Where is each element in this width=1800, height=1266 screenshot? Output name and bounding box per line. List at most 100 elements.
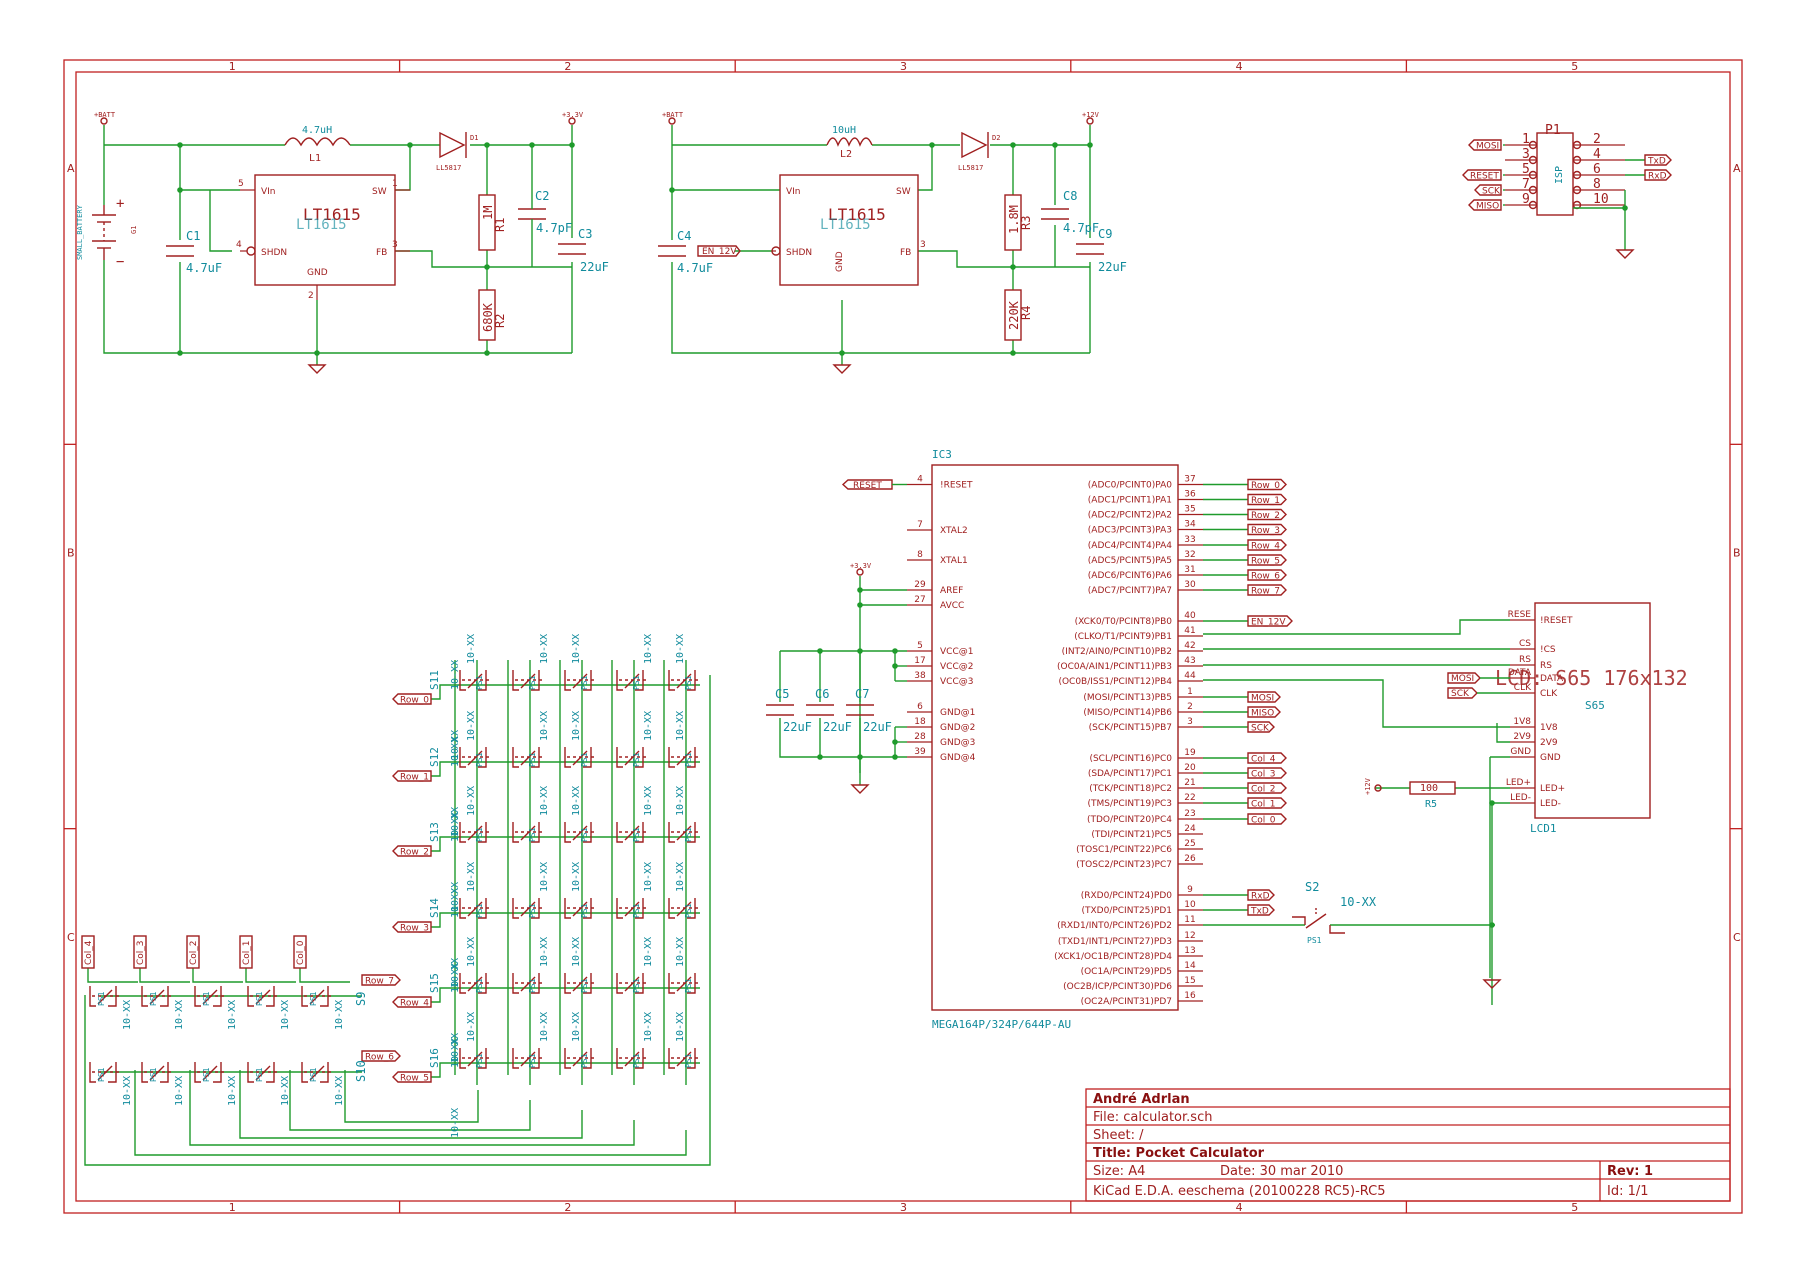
mcu-left-pin-num: 29 — [914, 580, 926, 590]
keypad-bottom-row-label: Row_7 — [365, 977, 394, 987]
mcu-right-pin-num: 19 — [1184, 748, 1196, 758]
keypad-row-ref: S14 — [428, 898, 441, 918]
mcu-right-pin-name: (RXD0/PCINT24)PD0 — [1081, 891, 1173, 901]
s2-ref: S2 — [1305, 880, 1319, 894]
keypad-switch-value: 10-XX — [122, 1000, 133, 1030]
keypad-switch-value: 10-XX — [450, 812, 461, 842]
mcu-net-label: Row_6 — [1251, 572, 1280, 582]
keypad-matrix: PS1 10-XX PS1 10-XX PS1 10-XX PS1 10-XX PS1 10-XX… — [81, 634, 711, 1166]
frame-row-right: C — [1733, 931, 1741, 944]
c1-val: 4.7uF — [186, 261, 222, 275]
u1-p3: 3 — [392, 240, 398, 250]
mcu-name: MEGA164P/324P/644P-AU — [932, 1018, 1071, 1031]
keypad-switch-foot: PS1 — [97, 991, 106, 1006]
keypad-switch-foot: PS1 — [684, 827, 693, 842]
tb-size: Size: A4 — [1093, 1164, 1145, 1179]
frame-col-top: 2 — [564, 60, 571, 73]
frame-col-top: 5 — [1571, 60, 1578, 73]
mcu-left-pin-num: 8 — [917, 550, 923, 560]
keypad-switch-value: 10-XX — [643, 711, 654, 741]
keypad-row-label: Row_0 — [400, 696, 429, 706]
keypad-switch-value: 10-XX — [643, 634, 654, 664]
keypad-switch-foot: PS1 — [255, 1067, 264, 1082]
keypad-switch-value: 10-XX — [334, 1000, 345, 1030]
keypad-switch-foot: PS1 — [632, 903, 641, 918]
keypad-switch-value: 10-XX — [334, 1076, 345, 1106]
keypad-switch-value: 10-XX — [571, 634, 582, 664]
keypad-switch-value: 10-XX — [280, 1000, 291, 1030]
keypad-switch-value: 10-XX — [174, 1076, 185, 1106]
isp-ref: P1 — [1545, 123, 1561, 138]
keypad-switch-value: 10-XX — [675, 1012, 686, 1042]
c8-val: 4.7pF — [1063, 221, 1099, 235]
mcu-right-pin-num: 15 — [1184, 976, 1195, 986]
keypad-switch-foot: PS1 — [684, 1053, 693, 1068]
tb-rev: Rev: 1 — [1607, 1164, 1653, 1179]
keypad-switch-foot: PS1 — [475, 1053, 484, 1068]
mcu-left-pin-name: XTAL2 — [940, 526, 968, 536]
keypad-switch-value: 10-XX — [643, 862, 654, 892]
u1-sw: SW — [372, 187, 387, 197]
isp-label-reset: RESET — [1470, 172, 1499, 182]
keypad-switch-foot: PS1 — [475, 675, 484, 690]
keypad-switch-foot: PS1 — [475, 978, 484, 993]
mcu-cap-ref: C5 — [775, 687, 789, 701]
mcu-net-label: Col_2 — [1251, 785, 1276, 795]
g1-minus: − — [116, 254, 124, 270]
isp-pin-left: 9 — [1522, 192, 1530, 207]
mcu-right-pin-num: 12 — [1184, 931, 1195, 941]
frame-row-right: B — [1733, 547, 1741, 560]
frame-row-left: A — [67, 162, 75, 175]
keypad-col-label: Col_3 — [136, 940, 146, 965]
c4-ref: C4 — [677, 229, 691, 243]
mcu-right-pin-name: (MISO/PCINT14)PB6 — [1083, 708, 1172, 718]
lcd-pin-inner: GND — [1540, 753, 1561, 763]
mcu-net-label: RxD — [1251, 892, 1270, 902]
keypad-switch-value: 10-XX — [571, 862, 582, 892]
mcu-right-pin-num: 16 — [1184, 991, 1196, 1001]
lcd-pin-inner: CLK — [1540, 689, 1558, 699]
mcu-cap-val: 22uF — [863, 720, 892, 734]
lcd-pin-inner: DATA — [1540, 674, 1564, 684]
en-12v-label-psu: EN_12V — [702, 247, 737, 257]
keypad-switch-foot: PS1 — [202, 991, 211, 1006]
mcu-right-pin-num: 40 — [1184, 611, 1196, 621]
keypad-switch-value: 10-XX — [227, 1000, 238, 1030]
lcd-pin-left: LED+ — [1506, 778, 1531, 788]
mcu-left-pin-name: XTAL1 — [940, 556, 968, 566]
u1-fb: FB — [376, 248, 387, 258]
lcd-ref: LCD1 — [1530, 822, 1557, 835]
psu-3v3: VIn SW SHDN FB GND 5 1 4 3 2 LT1615 LT16… — [76, 111, 609, 374]
mcu-right-pin-name: (OC1A/PCINT29)PD5 — [1081, 967, 1172, 977]
tb-title: Title: Pocket Calculator — [1093, 1146, 1265, 1161]
mcu-right-pin-name: (XCK0/T0/PCINT8)PB0 — [1075, 617, 1173, 627]
mcu-cap-ref: C7 — [855, 687, 869, 701]
lcd-pin-inner: LED+ — [1540, 784, 1565, 794]
keypad-col-label: Col_4 — [84, 940, 94, 965]
mcu-right-pin-num: 41 — [1184, 626, 1195, 636]
isp-label-sck: SCK — [1482, 187, 1501, 197]
mcu-right-pin-name: (SCK/PCINT15)PB7 — [1089, 723, 1172, 733]
keypad-switch-foot: PS1 — [632, 675, 641, 690]
keypad-switch-foot: PS1 — [475, 903, 484, 918]
mcu-cap-val: 22uF — [783, 720, 812, 734]
u1-p5: 5 — [238, 179, 244, 189]
keypad-switch-foot: PS1 — [580, 903, 589, 918]
keypad-switch-value: 10-XX — [466, 786, 477, 816]
mcu-right-pin-name: (TOSC1/PCINT22)PC6 — [1076, 845, 1172, 855]
c2-val: 4.7pF — [536, 221, 572, 235]
isp-pin-left: 1 — [1522, 132, 1530, 147]
g1-plus: + — [116, 196, 124, 212]
mcu-right-pin-num: 20 — [1184, 763, 1196, 773]
mcu-right-pin-num: 37 — [1184, 475, 1195, 485]
mcu-right-pin-num: 31 — [1184, 565, 1195, 575]
l1-ref: L1 — [309, 153, 321, 164]
mcu-left-pin-num: 27 — [914, 595, 925, 605]
keypad-switch-value: 10-XX — [571, 711, 582, 741]
keypad-switch-foot: PS1 — [528, 1053, 537, 1068]
mcu-right-pin-num: 9 — [1187, 885, 1193, 895]
mcu-net-label: EN_12V — [1251, 618, 1286, 628]
keypad-switch-value: 10-XX — [643, 1012, 654, 1042]
